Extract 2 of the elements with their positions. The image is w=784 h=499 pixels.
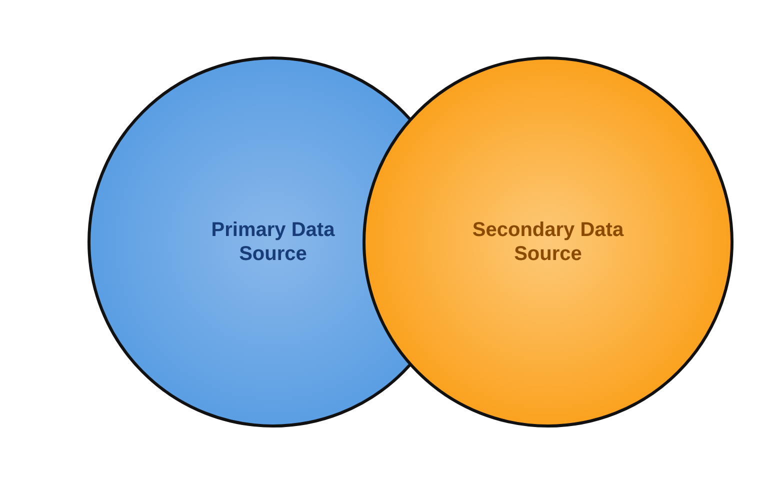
circle-label: Primary Data Source bbox=[210, 218, 336, 266]
circle-label: Secondary Data Source bbox=[471, 218, 625, 266]
